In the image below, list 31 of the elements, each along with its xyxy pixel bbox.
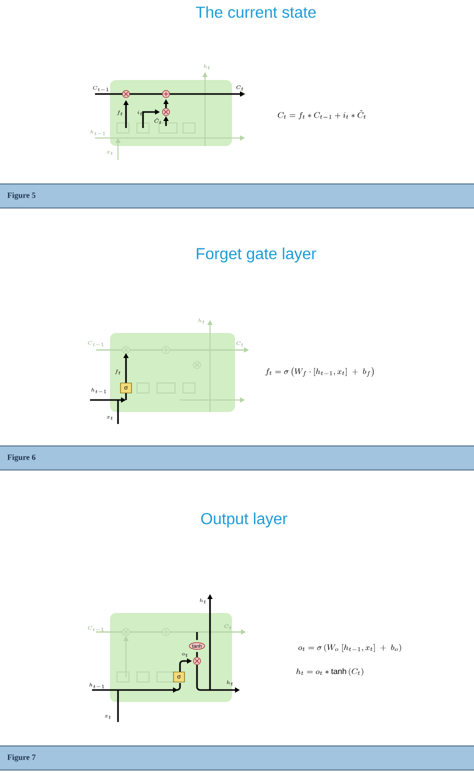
- equation: $f_t = \sigma\left(W_f \cdot [h_{t-1}, x_t] \; + \; b_f\right)$: [265, 367, 374, 377]
- line-label: $h_t$: [226, 680, 233, 686]
- caption-bar: Figure 6: [0, 445, 474, 471]
- line-label: $C_t$: [224, 624, 232, 630]
- line-label: $h_{t-1}$: [90, 130, 106, 136]
- title: The current state: [196, 6, 316, 18]
- line-label: $h_t$: [204, 64, 210, 70]
- line-label: $h_t$: [198, 318, 204, 324]
- line-label: $C_{t-1}$: [88, 340, 104, 346]
- caption-bar: Figure 5: [0, 183, 474, 209]
- line-label: $h_{t-1}$: [92, 388, 106, 394]
- title: Forget gate layer: [196, 248, 316, 262]
- line-label: $i_t$: [137, 110, 142, 116]
- line-label: $o_t$: [182, 653, 188, 657]
- title: Output layer: [201, 512, 288, 528]
- line-label: $C_{t-1}$: [88, 626, 104, 632]
- line-label: $\tilde{C}_t$: [154, 118, 162, 124]
- line-label: $f_t$: [115, 370, 120, 374]
- equation: $o_t = \sigma\left(W_o \; [h_{t-1}, x_t] \; + \; b_o\right)$: [298, 644, 402, 652]
- equation: $C_t = f_t * C_{t-1} + i_t * \tilde{C}_t$: [278, 110, 366, 120]
- line-label: $f_t$: [117, 110, 122, 116]
- line-label: $C_{t-1}$: [93, 86, 108, 92]
- line-label: $h_t$: [200, 598, 206, 604]
- line-label: $x_t$: [104, 715, 111, 719]
- caption-bar: Figure 7: [0, 745, 474, 771]
- line-label: $h_{t-1}$: [90, 683, 104, 688]
- line-label: $C_t$: [236, 342, 244, 346]
- equation: $h_t = o_t * \tanh\left(C_t\right)$: [296, 668, 364, 676]
- line-label: $x_t$: [106, 151, 113, 155]
- line-label: $C_t$: [236, 86, 244, 90]
- line-label: $x_t$: [106, 416, 113, 420]
